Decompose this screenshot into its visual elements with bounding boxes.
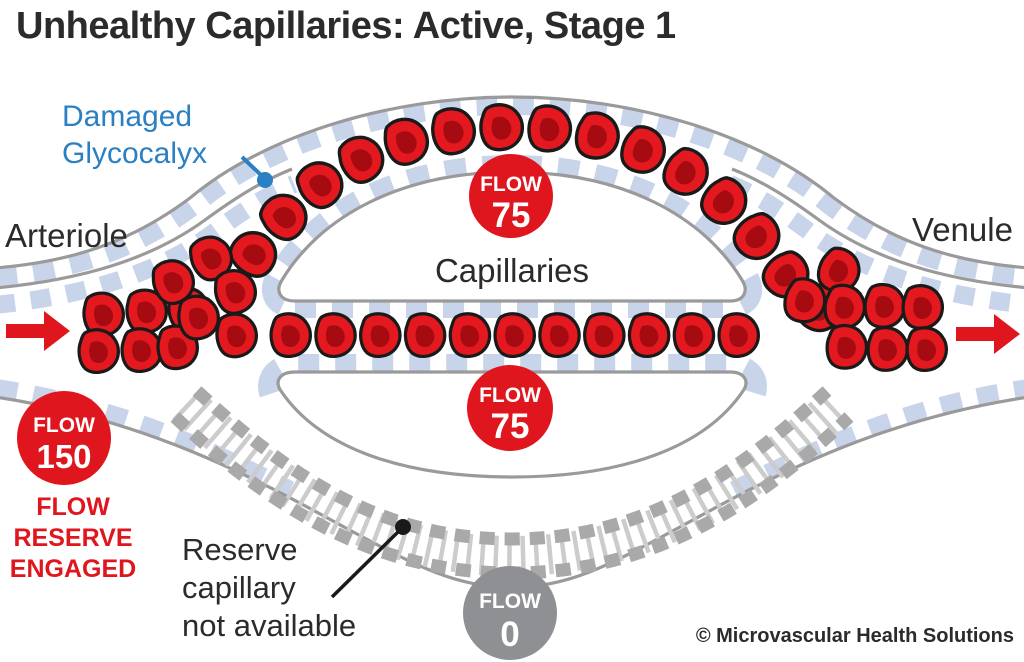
pointer-line <box>240 155 264 178</box>
red-blood-cell <box>403 312 447 359</box>
red-blood-cell <box>448 312 492 359</box>
red-blood-cell <box>174 291 223 343</box>
venule-label: Venule <box>912 211 1013 248</box>
damaged-glycocalyx-label-line2: Glycocalyx <box>62 137 207 170</box>
flow-arrow-left-icon <box>6 311 70 351</box>
red-blood-cell <box>213 310 260 360</box>
reserve-note-line1: Reserve <box>182 532 297 567</box>
flow-badge-reserve: FLOW 0 <box>463 566 557 660</box>
pointer-dot <box>257 172 273 188</box>
red-blood-cell <box>900 283 945 331</box>
red-blood-cell <box>820 281 869 333</box>
flow-reserve-engaged-line3: ENGAGED <box>10 555 136 583</box>
badge-value: 0 <box>500 615 519 654</box>
badge-label: FLOW <box>480 173 542 196</box>
reserve-note-pointer <box>330 519 411 599</box>
damaged-glycocalyx-pointer <box>240 155 273 188</box>
flow-arrow-right-icon <box>956 314 1020 354</box>
reserve-capillary-top-dashes <box>192 386 832 546</box>
top-outer-mask <box>0 0 1024 268</box>
badge-value: 150 <box>36 438 91 475</box>
reserve-note-line3: not available <box>182 608 356 643</box>
badge-circle <box>17 391 111 485</box>
red-blood-cell <box>359 312 402 359</box>
red-blood-cell <box>905 326 949 373</box>
red-blood-cell <box>538 312 581 359</box>
damaged-glycocalyx-label-line1: Damaged <box>62 100 192 133</box>
red-blood-cell <box>478 102 525 152</box>
arteriole-label: Arteriole <box>5 217 128 254</box>
flow-reserve-engaged-line1: FLOW <box>36 493 110 521</box>
badge-circle <box>467 365 553 451</box>
red-blood-cell <box>583 312 626 359</box>
glycocalyx-dashes-venule-top <box>726 175 1024 314</box>
red-blood-cell <box>717 312 761 359</box>
top-outer-wall <box>0 95 1024 270</box>
flow-reserve-engaged-line2: RESERVE <box>13 524 132 552</box>
badge-label: FLOW <box>479 590 541 613</box>
glycocalyx-dashes-lower-island <box>258 354 767 398</box>
red-blood-cell <box>493 312 537 359</box>
badge-label: FLOW <box>479 384 541 407</box>
badge-circle <box>463 566 557 660</box>
red-blood-cell <box>428 104 479 158</box>
reserve-note-line2: capillary <box>182 570 296 605</box>
red-blood-cell <box>314 312 357 359</box>
capillaries-label: Capillaries <box>435 252 589 289</box>
badge-value: 75 <box>491 407 530 446</box>
badge-label: FLOW <box>33 414 95 437</box>
red-blood-cell <box>862 281 908 331</box>
pointer-dot <box>395 519 411 535</box>
red-blood-cell <box>77 328 121 375</box>
pointer-line <box>330 528 402 599</box>
flow-badge-capillary-upper: FLOW 75 <box>469 154 553 238</box>
red-blood-cell <box>269 312 313 359</box>
red-blood-cell <box>672 312 716 359</box>
venule-inner-wall <box>731 167 1024 290</box>
copyright: © Microvascular Health Solutions <box>696 625 1014 647</box>
badge-circle <box>469 154 553 238</box>
red-blood-cell <box>865 325 910 373</box>
glycocalyx-dashes-arteriole-top <box>0 175 298 314</box>
bottom-outer-mask <box>0 397 1024 662</box>
red-blood-cell <box>824 322 870 372</box>
red-blood-cell <box>570 107 625 165</box>
badge-value: 75 <box>492 196 531 235</box>
page-title: Unhealthy Capillaries: Active, Stage 1 <box>16 5 676 47</box>
red-blood-cell <box>627 312 671 359</box>
flow-badge-capillary-middle: FLOW 75 <box>467 365 553 451</box>
red-blood-cell <box>120 327 164 374</box>
flow-badge-arteriole-total: FLOW 150 <box>17 391 111 485</box>
